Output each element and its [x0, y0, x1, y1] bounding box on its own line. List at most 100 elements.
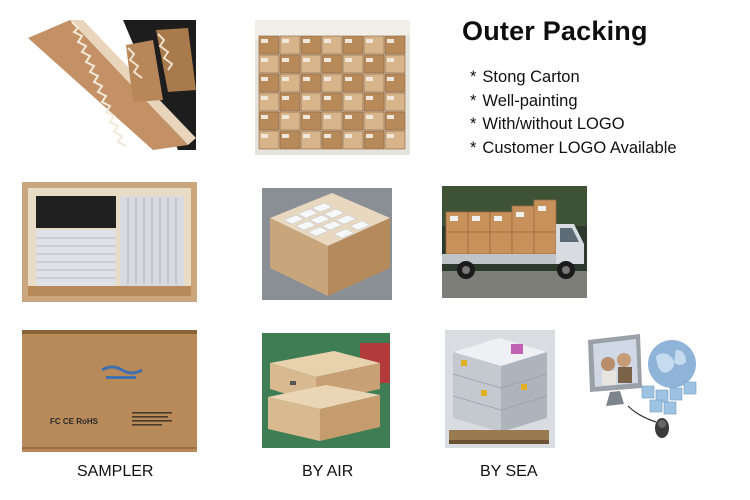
carton-label	[387, 39, 394, 43]
feature-item: *Customer LOGO Available	[470, 138, 677, 157]
carton-box	[384, 35, 406, 55]
carton-label	[324, 39, 331, 43]
carton-box	[363, 111, 385, 131]
carton-label	[345, 58, 352, 62]
carton-label	[261, 96, 268, 100]
carton-box	[258, 92, 280, 112]
carton-box	[300, 92, 322, 112]
carton-label	[345, 39, 352, 43]
carton-box	[300, 54, 322, 74]
carton-label	[345, 77, 352, 81]
open-box-photo	[22, 182, 197, 302]
online-monitor-photo	[580, 330, 705, 445]
carton-box	[384, 130, 406, 150]
carton-label	[366, 96, 373, 100]
carton-box	[321, 35, 343, 55]
carton-box	[342, 92, 364, 112]
carton-label	[303, 96, 310, 100]
corrugated-cardboard-photo	[28, 20, 196, 150]
caption-by-air: BY AIR	[302, 463, 354, 480]
carton-label	[366, 77, 373, 81]
carton-label	[366, 39, 373, 43]
carton-label	[303, 39, 310, 43]
carton-label	[261, 115, 268, 119]
feature-list: *Stong Carton *Well-painting *With/witho…	[470, 66, 677, 160]
carton-box	[321, 73, 343, 93]
carton-box	[300, 35, 322, 55]
caption-sampler: SAMPLER	[77, 463, 154, 480]
carton-label	[387, 77, 394, 81]
carton-label	[345, 134, 352, 138]
carton-box	[258, 73, 280, 93]
carton-label	[282, 96, 289, 100]
carton-box	[258, 54, 280, 74]
carton-label	[324, 96, 331, 100]
carton-box	[321, 54, 343, 74]
carton-label	[345, 115, 352, 119]
carton-box	[300, 130, 322, 150]
carton-box	[363, 35, 385, 55]
carton-label	[282, 134, 289, 138]
carton-box	[342, 54, 364, 74]
carton-label	[324, 58, 331, 62]
carton-label	[345, 96, 352, 100]
carton-label	[261, 58, 268, 62]
air-cartons-photo	[262, 333, 390, 448]
carton-box	[363, 130, 385, 150]
carton-box	[342, 111, 364, 131]
carton-label	[324, 115, 331, 119]
carton-box	[342, 130, 364, 150]
carton-label	[282, 115, 289, 119]
caption-by-sea: BY SEA	[480, 463, 538, 480]
carton-label	[366, 134, 373, 138]
carton-box	[363, 92, 385, 112]
carton-label	[282, 58, 289, 62]
carton-box	[321, 92, 343, 112]
feature-item: *Stong Carton	[470, 68, 580, 86]
carton-label	[261, 39, 268, 43]
carton-box	[300, 73, 322, 93]
carton-label	[387, 96, 394, 100]
stacked-cartons-photo	[255, 20, 410, 155]
carton-label	[324, 77, 331, 81]
carton-label	[324, 134, 331, 138]
carton-box	[363, 73, 385, 93]
sea-pallet-photo	[445, 330, 555, 448]
svg-text:FC CE RoHS: FC CE RoHS	[50, 417, 99, 426]
feature-item: *With/without LOGO	[470, 115, 625, 133]
carton-box	[258, 130, 280, 150]
carton-label	[303, 58, 310, 62]
carton-box	[384, 54, 406, 74]
carton-box	[279, 92, 301, 112]
carton-box	[279, 35, 301, 55]
sampler-carton-photo: FC CE RoHS	[22, 330, 197, 452]
carton-box	[384, 92, 406, 112]
carton-label	[366, 58, 373, 62]
carton-label	[366, 115, 373, 119]
carton-box	[279, 73, 301, 93]
carton-box	[300, 111, 322, 131]
carton-box	[384, 111, 406, 131]
carton-label	[261, 77, 268, 81]
carton-label	[282, 77, 289, 81]
carton-label	[303, 77, 310, 81]
carton-box	[258, 111, 280, 131]
carton-box	[279, 54, 301, 74]
carton-box	[321, 130, 343, 150]
feature-item: *Well-painting	[470, 91, 578, 110]
loaded-truck-photo	[442, 186, 587, 298]
carton-label	[387, 134, 394, 138]
carton-label	[282, 39, 289, 43]
carton-box	[279, 130, 301, 150]
carton-label	[387, 58, 394, 62]
labeled-cartons-photo	[262, 188, 392, 300]
carton-box	[342, 35, 364, 55]
carton-box	[321, 111, 343, 131]
carton-box	[258, 35, 280, 55]
carton-label	[387, 115, 394, 119]
page-title: Outer Packing	[462, 16, 648, 46]
carton-box	[363, 54, 385, 74]
carton-label	[303, 134, 310, 138]
carton-label	[261, 134, 268, 138]
carton-box	[279, 111, 301, 131]
